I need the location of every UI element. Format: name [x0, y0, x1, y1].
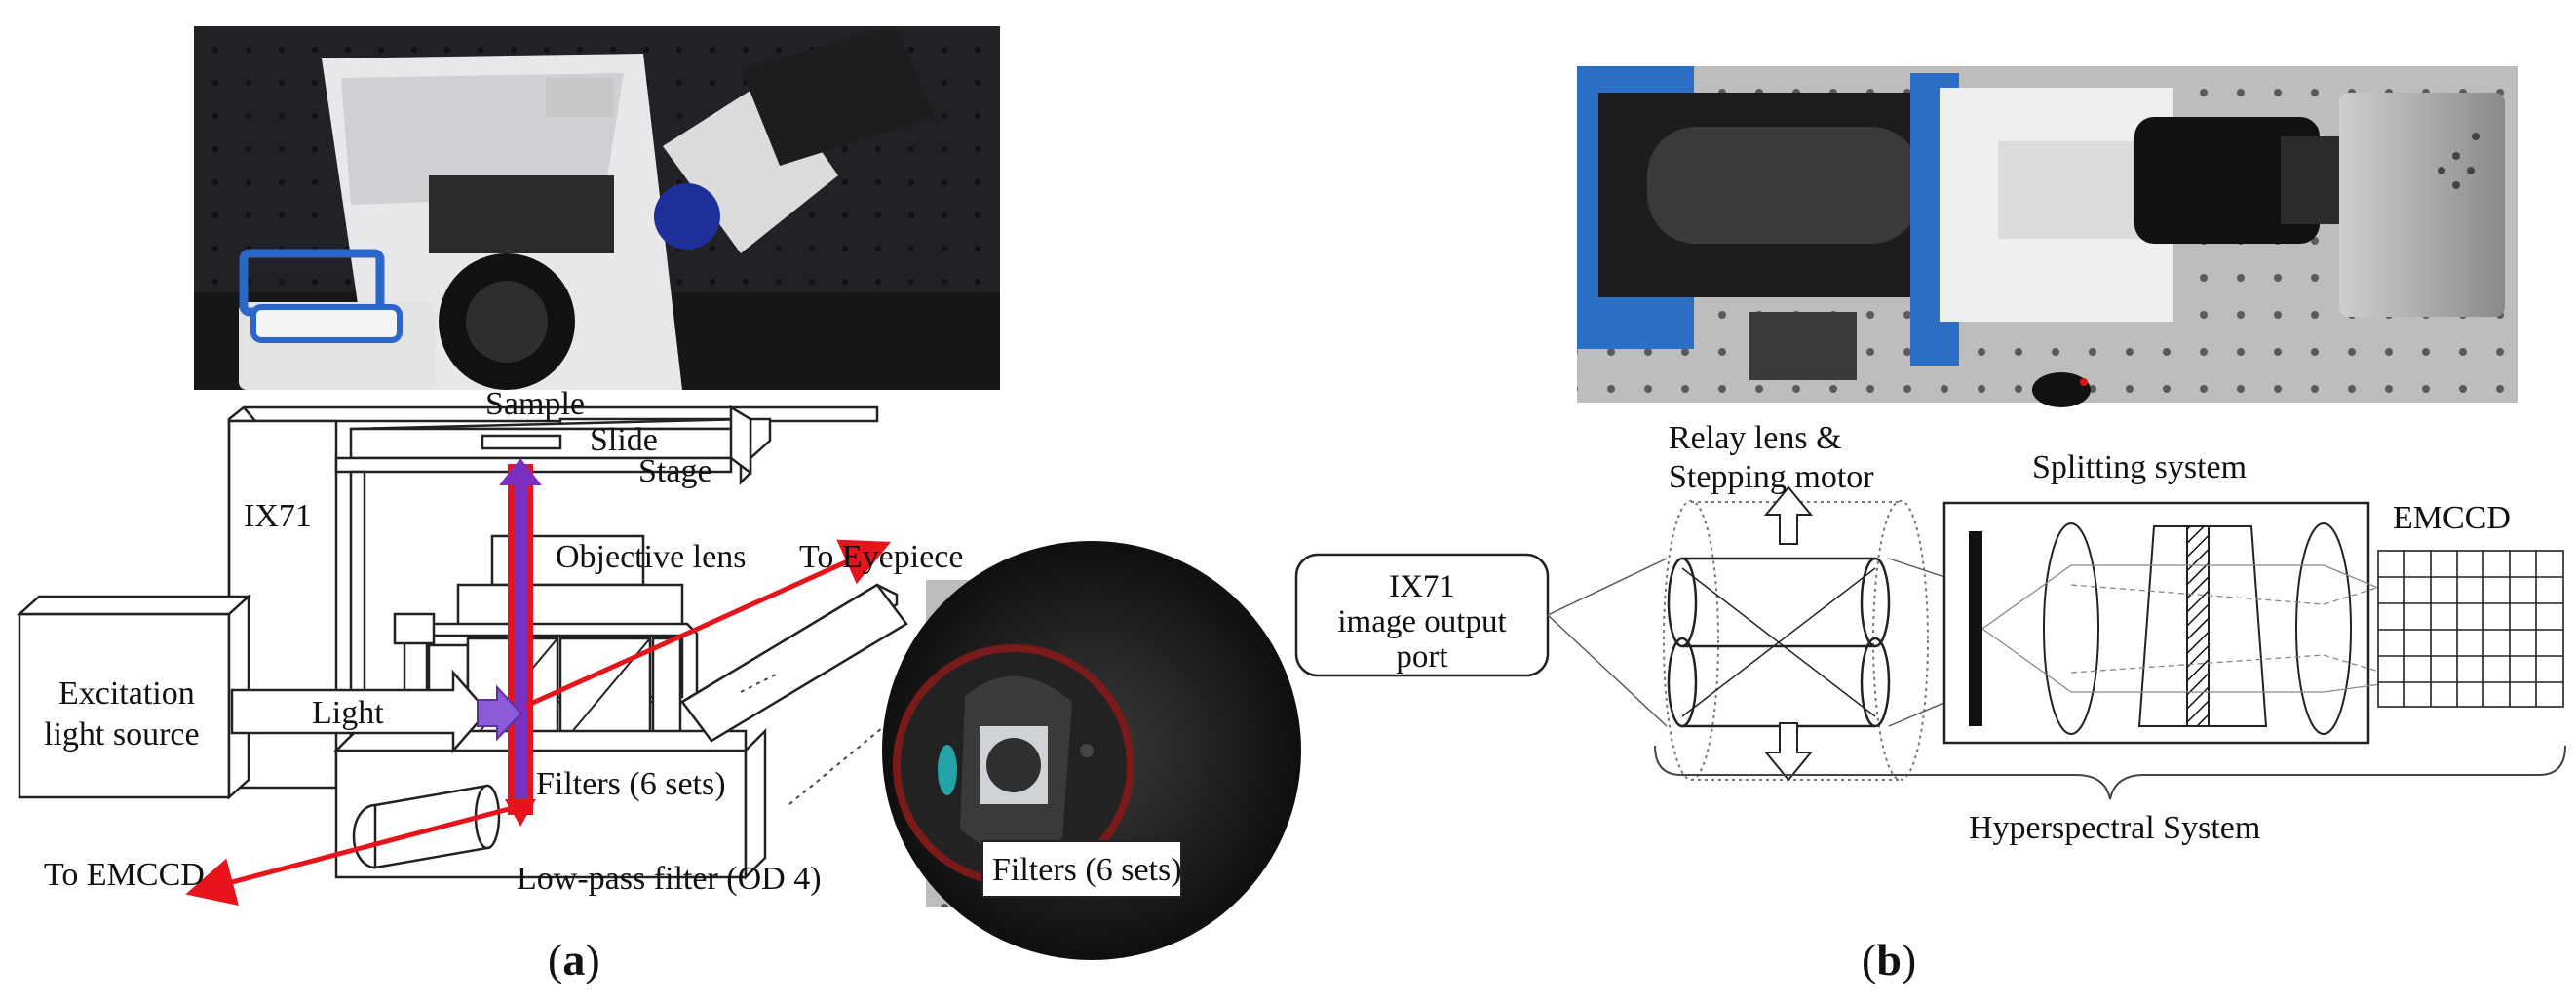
panel-a: Sample Slide Stage IX71 Objective lens T… — [16, 26, 1301, 984]
emccd-sensor-grid — [2377, 550, 2564, 708]
light-arrow-icon — [477, 684, 523, 742]
hyperspectral-brace — [1654, 745, 2566, 800]
objective-lens-label: Objective lens — [556, 539, 746, 575]
emission-beam — [508, 464, 514, 815]
port-label-line3: port — [1396, 639, 1447, 675]
beam-paths — [185, 458, 892, 906]
sample-label: Sample — [485, 386, 585, 422]
panel-b: IX71 image output port — [1294, 66, 2566, 984]
leader-line — [740, 672, 781, 693]
filter-wheel-photo — [882, 541, 1301, 960]
lowpass-filter-label: Low-pass filter (OD 4) — [517, 861, 822, 897]
relay-label-line1: Relay lens & — [1669, 420, 1842, 456]
ix71-label: IX71 — [244, 498, 312, 534]
light-label: Light — [312, 695, 384, 731]
relay-lens-tubes — [1667, 557, 1891, 728]
collimating-lens — [2043, 522, 2099, 735]
filters-label: Filters (6 sets) — [536, 766, 726, 802]
excitation-label-line1: Excitation — [58, 675, 195, 712]
emission-beam — [527, 464, 533, 815]
excitation-beam — [514, 464, 527, 815]
to-eyepiece-label: To Eyepiece — [799, 539, 963, 575]
motor-up-arrow-icon — [1763, 485, 1814, 545]
splitting-system-label: Splitting system — [2032, 449, 2247, 485]
microscope-schematic — [16, 405, 908, 881]
caption-a: (a) — [548, 935, 600, 984]
microscope-photo — [194, 26, 1000, 390]
to-emccd-label: To EMCCD — [44, 857, 205, 893]
relay-label-line2: Stepping motor — [1669, 459, 1874, 495]
grating — [2186, 525, 2210, 727]
emccd-label: EMCCD — [2393, 500, 2511, 536]
excitation-label-line2: light source — [44, 716, 200, 752]
caption-b: (b) — [1862, 935, 1916, 984]
filters-photo-label-box — [981, 840, 1182, 898]
port-label-line2: image output — [1337, 604, 1506, 639]
hyperspectral-photo — [1577, 66, 2518, 407]
slide-label: Slide — [590, 422, 658, 458]
hyperspectral-label: Hyperspectral System — [1969, 810, 2260, 846]
motor-down-arrow-icon — [1763, 722, 1814, 782]
leader-line — [788, 691, 927, 805]
slit — [1969, 531, 1982, 726]
focusing-lens — [2295, 522, 2352, 735]
stage-label: Stage — [638, 453, 712, 489]
port-label-line1: IX71 — [1389, 569, 1455, 604]
filters-photo-label: Filters (6 sets) — [992, 852, 1182, 888]
